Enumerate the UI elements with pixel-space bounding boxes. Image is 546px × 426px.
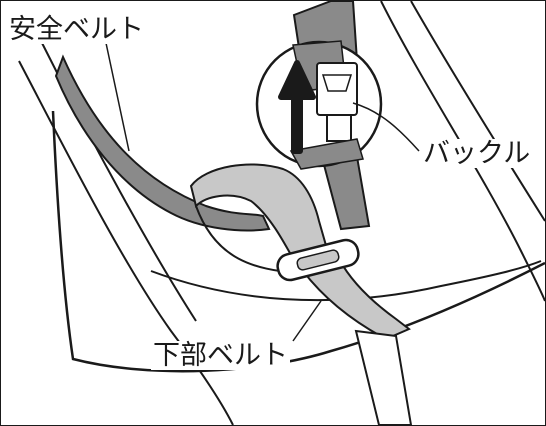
leader-lower-belt [292,300,322,342]
lower-belt-lower-strap [354,329,413,425]
buckle-latch [321,74,353,92]
buckle-tongue [326,114,352,142]
safety-belt-strap [54,54,271,232]
detail-zoom-contents [278,40,364,170]
seat-cushion-inner-line [150,260,542,302]
up-arrow-icon [278,60,316,154]
leader-safety-belt [105,42,130,152]
label-lower-belt: 下部ベルト [151,340,290,371]
lower-belt-strap [301,257,411,341]
belt-adjuster-slot [296,249,340,271]
seat-cushion-edge [51,110,545,373]
detail-lower-strap [289,138,364,170]
seat-frame-right [380,1,545,302]
label-buckle: バックル [421,138,533,169]
label-safety-belt: 安全ベルト [7,14,146,45]
lower-belt-loop [189,163,333,275]
seat-frame-right-inner [410,1,545,222]
leader-buckle [352,102,420,152]
